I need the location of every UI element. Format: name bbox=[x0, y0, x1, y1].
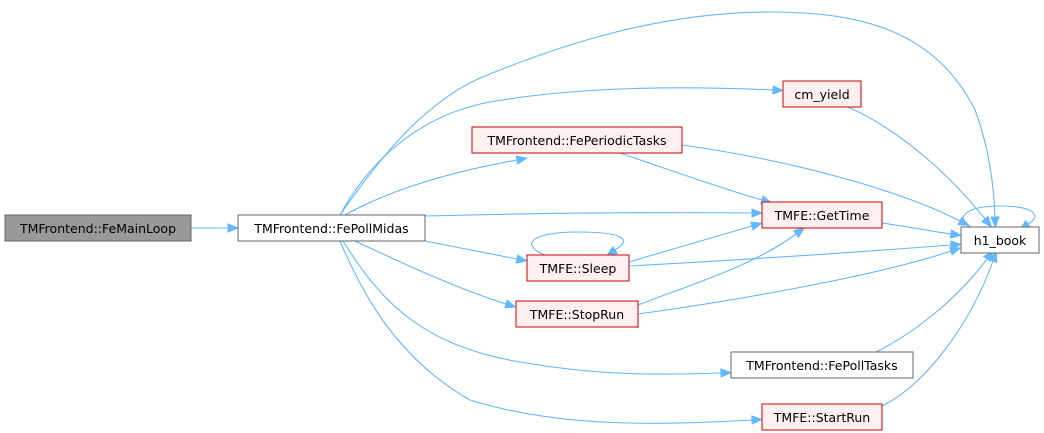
node-label[interactable]: TMFrontend::FePeriodicTasks bbox=[486, 133, 666, 148]
node-box[interactable] bbox=[526, 254, 630, 282]
node-label[interactable]: TMFE::StartRun bbox=[773, 410, 870, 425]
edge-arrowhead bbox=[504, 299, 517, 309]
node-label[interactable]: TMFE::Sleep bbox=[539, 261, 617, 276]
node-fepolltasks[interactable]: TMFrontend::FePollTasks bbox=[730, 351, 914, 379]
edge-arrowhead bbox=[515, 155, 529, 165]
edge-line bbox=[619, 152, 763, 201]
node-box[interactable] bbox=[471, 126, 683, 154]
node-stoprun[interactable]: TMFE::StopRun bbox=[515, 300, 639, 328]
edge-fepollmidas-to-gettime bbox=[424, 208, 764, 218]
edge-line bbox=[628, 244, 952, 267]
edge-fepollmidas-to-cm_yield bbox=[339, 85, 785, 216]
edge-fepollmidas-to-startrun bbox=[339, 240, 764, 425]
edge-arrowhead bbox=[605, 245, 619, 257]
edge-arrowhead bbox=[751, 208, 764, 218]
node-box[interactable] bbox=[761, 201, 883, 229]
node-box[interactable] bbox=[782, 80, 862, 108]
edge-line bbox=[875, 258, 988, 353]
edge-line bbox=[628, 225, 753, 263]
edge-sleep-to-gettime bbox=[628, 221, 763, 263]
edge-arrowhead bbox=[750, 221, 763, 231]
edge-arrowhead bbox=[980, 215, 993, 228]
node-feperiodictasks[interactable]: TMFrontend::FePeriodicTasks bbox=[471, 126, 683, 154]
edge-arrowhead bbox=[720, 368, 733, 378]
edge-sleep-to-sleep bbox=[531, 231, 624, 257]
node-box[interactable] bbox=[761, 403, 883, 431]
node-box[interactable] bbox=[237, 214, 426, 242]
edge-fepollmidas-to-h1_book bbox=[339, 11, 1000, 229]
node-box[interactable] bbox=[960, 226, 1040, 254]
edge-fepollmidas-to-sleep bbox=[424, 240, 529, 264]
edge-line bbox=[962, 205, 1036, 228]
edges-layer bbox=[191, 11, 1036, 425]
node-label[interactable]: cm_yield bbox=[794, 87, 849, 102]
node-startrun[interactable]: TMFE::StartRun bbox=[761, 403, 883, 431]
edge-line bbox=[637, 233, 797, 306]
node-cm-yield[interactable]: cm_yield bbox=[782, 80, 862, 108]
edge-fepollmidas-to-fepolltasks bbox=[342, 240, 733, 378]
edge-arrowhead bbox=[772, 85, 785, 95]
edge-line bbox=[424, 212, 753, 217]
node-box[interactable] bbox=[730, 351, 914, 379]
node-label[interactable]: TMFE::GetTime bbox=[774, 208, 870, 223]
node-sleep[interactable]: TMFE::Sleep bbox=[526, 254, 630, 282]
edge-cm_yield-to-h1_book bbox=[847, 106, 993, 228]
edge-line bbox=[881, 222, 952, 235]
edge-fepollmidas-to-stoprun bbox=[354, 240, 517, 309]
edge-line bbox=[339, 11, 996, 218]
edge-arrowhead bbox=[227, 223, 240, 233]
edge-line bbox=[339, 240, 753, 424]
edge-line bbox=[531, 231, 624, 256]
node-label[interactable]: TMFrontend::FePollTasks bbox=[745, 358, 897, 373]
edge-line bbox=[342, 240, 722, 375]
node-label[interactable]: TMFrontend::FePollMidas bbox=[253, 221, 408, 236]
node-fepollmidas[interactable]: TMFrontend::FePollMidas bbox=[237, 214, 426, 242]
edge-fepollmidas-to-feperiodictasks bbox=[344, 155, 529, 216]
node-label[interactable]: TMFrontend::FeMainLoop bbox=[19, 221, 176, 236]
node-h1-book[interactable]: h1_book bbox=[960, 226, 1040, 254]
node-label[interactable]: h1_book bbox=[974, 233, 1027, 248]
edge-stoprun-to-h1_book bbox=[637, 246, 962, 315]
node-gettime[interactable]: TMFE::GetTime bbox=[761, 201, 883, 229]
edge-arrowhead bbox=[988, 250, 998, 264]
edge-arrowhead bbox=[792, 227, 806, 239]
edge-arrowhead bbox=[949, 246, 962, 256]
edge-femainloop-to-fepollmidas bbox=[191, 223, 240, 233]
edge-line bbox=[344, 159, 518, 216]
edge-feperiodictasks-to-gettime bbox=[619, 152, 773, 205]
edge-gettime-to-h1_book bbox=[881, 222, 963, 239]
edge-line bbox=[881, 260, 994, 407]
edge-arrowhead bbox=[751, 415, 764, 425]
edge-line bbox=[847, 106, 986, 220]
node-label[interactable]: TMFE::StopRun bbox=[529, 307, 624, 322]
edge-line bbox=[339, 87, 774, 216]
node-box[interactable] bbox=[515, 300, 639, 328]
node-box[interactable] bbox=[4, 214, 192, 242]
edge-startrun-to-h1_book bbox=[881, 250, 998, 407]
edge-line bbox=[637, 250, 952, 315]
node-femainloop[interactable]: TMFrontend::FeMainLoop bbox=[4, 214, 192, 242]
edge-arrowhead bbox=[949, 229, 963, 239]
edge-line bbox=[424, 240, 518, 260]
edge-stoprun-to-gettime bbox=[637, 227, 806, 306]
edge-line bbox=[681, 144, 961, 222]
edge-line bbox=[354, 240, 507, 305]
edge-arrowhead bbox=[515, 254, 529, 264]
edge-arrowhead bbox=[990, 216, 1000, 229]
